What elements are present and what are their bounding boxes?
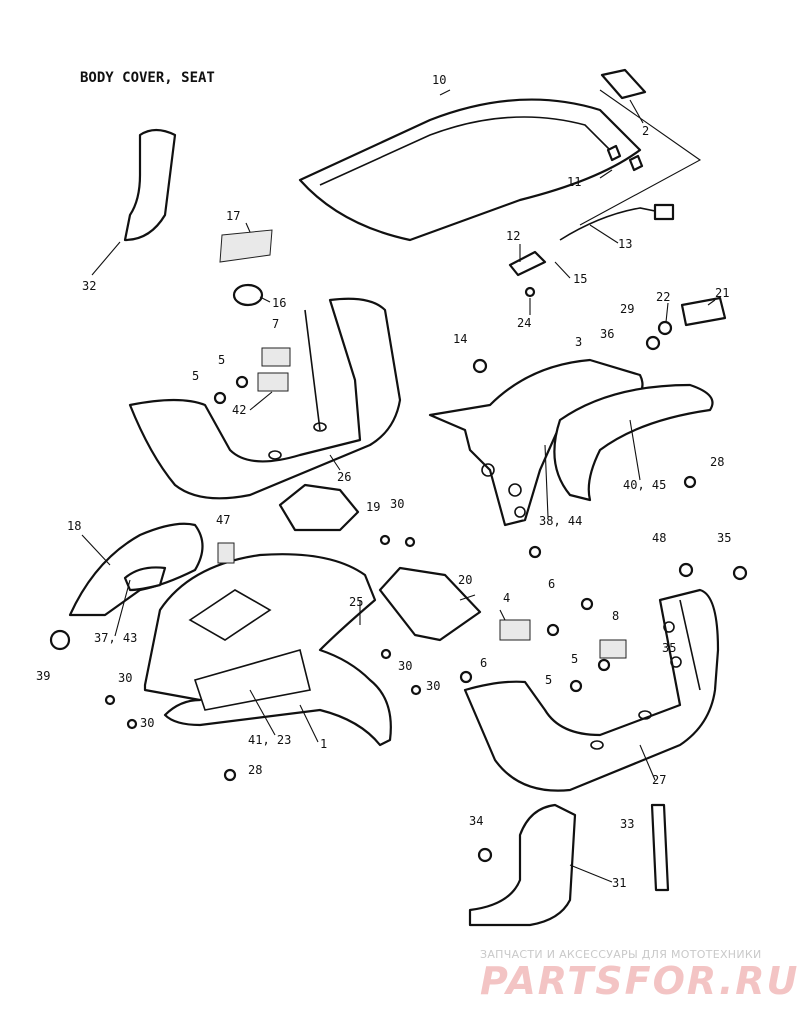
callout-label: 5	[192, 369, 199, 383]
seat-bolts-part	[599, 144, 644, 179]
callout-label: 1	[320, 737, 327, 751]
callout-label: 19	[366, 500, 380, 514]
callout-labels: 10 2 11 32 17 12 13 15 16 7 24 22 21 29 …	[36, 73, 731, 890]
front-fender-part	[68, 522, 204, 617]
callout-label: 7	[272, 317, 279, 331]
callout-label: 24	[517, 316, 531, 330]
callout-label: 30	[398, 659, 412, 673]
seat-bracket-part	[600, 68, 647, 100]
page-title: BODY COVER, SEAT	[80, 70, 215, 86]
callout-label: 30	[140, 716, 154, 730]
callout-label: 15	[573, 272, 587, 286]
callout-label: 39	[36, 669, 50, 683]
callout-label: 31	[612, 876, 626, 890]
callout-label: 35	[662, 641, 676, 655]
rear-fender-part	[428, 358, 714, 527]
grommet-part	[232, 283, 264, 307]
callout-label: 2	[642, 124, 649, 138]
callout-label: 38, 44	[539, 514, 582, 528]
inner-cover-19-part	[278, 483, 360, 532]
callout-label: 10	[432, 73, 446, 87]
callout-label: 36	[600, 327, 614, 341]
callout-label: 18	[67, 519, 81, 533]
callout-label: 25	[349, 595, 363, 609]
callout-label: 6	[548, 577, 555, 591]
callout-label: 29	[620, 302, 634, 316]
callout-label: 3	[575, 335, 582, 349]
callout-label: 41, 23	[248, 733, 291, 747]
callout-label: 35	[717, 531, 731, 545]
callout-label: 30	[390, 497, 404, 511]
callout-label: 17	[226, 209, 240, 223]
inner-cover-20-part	[378, 566, 482, 642]
callout-label: 30	[426, 679, 440, 693]
callout-label: 34	[469, 814, 483, 828]
seat-part	[298, 89, 702, 242]
callout-label: 13	[618, 237, 632, 251]
callout-label: 16	[272, 296, 286, 310]
watermark-logo: PARTSFOR.RU	[480, 959, 800, 1003]
callout-label: 32	[82, 279, 96, 293]
seat-lock-part	[508, 203, 675, 277]
callout-label: 30	[118, 671, 132, 685]
label-plate-part	[219, 229, 273, 263]
callout-label: 48	[652, 531, 666, 545]
callout-label: 12	[506, 229, 520, 243]
callout-label: 40, 45	[623, 478, 666, 492]
callout-label: 11	[567, 175, 581, 189]
callout-label: 5	[571, 652, 578, 666]
callout-label: 28	[710, 455, 724, 469]
reflector-part	[680, 296, 727, 327]
callout-label: 14	[453, 332, 467, 346]
fasteners	[104, 286, 748, 863]
callout-label: 22	[656, 290, 670, 304]
watermark: ЗАПЧАСТИ И АКСЕССУАРЫ ДЛЯ МОТОТЕХНИКИ PA…	[480, 948, 800, 1003]
callout-label: 27	[652, 773, 666, 787]
callout-label: 5	[545, 673, 552, 687]
leader-lines	[81, 99, 716, 883]
rear-handle-part	[91, 128, 177, 276]
callout-label: 20	[458, 573, 472, 587]
callout-label: 26	[337, 470, 351, 484]
callout-label: 21	[715, 286, 729, 300]
callout-label: 28	[248, 763, 262, 777]
callout-label: 4	[503, 591, 510, 605]
callout-label: 8	[612, 609, 619, 623]
trim-strip-part	[650, 803, 670, 892]
callout-label: 33	[620, 817, 634, 831]
watermark-tagline: ЗАПЧАСТИ И АКСЕССУАРЫ ДЛЯ МОТОТЕХНИКИ	[480, 948, 762, 961]
right-floor-panel-part	[463, 588, 720, 792]
left-floor-panel-part	[128, 297, 402, 500]
step-plate-part	[468, 803, 577, 927]
front-cover-part	[143, 553, 392, 747]
callout-label: 37, 43	[94, 631, 137, 645]
callout-label: 47	[216, 513, 230, 527]
callout-label: 6	[480, 656, 487, 670]
callout-label: 5	[218, 353, 225, 367]
callout-label: 42	[232, 403, 246, 417]
